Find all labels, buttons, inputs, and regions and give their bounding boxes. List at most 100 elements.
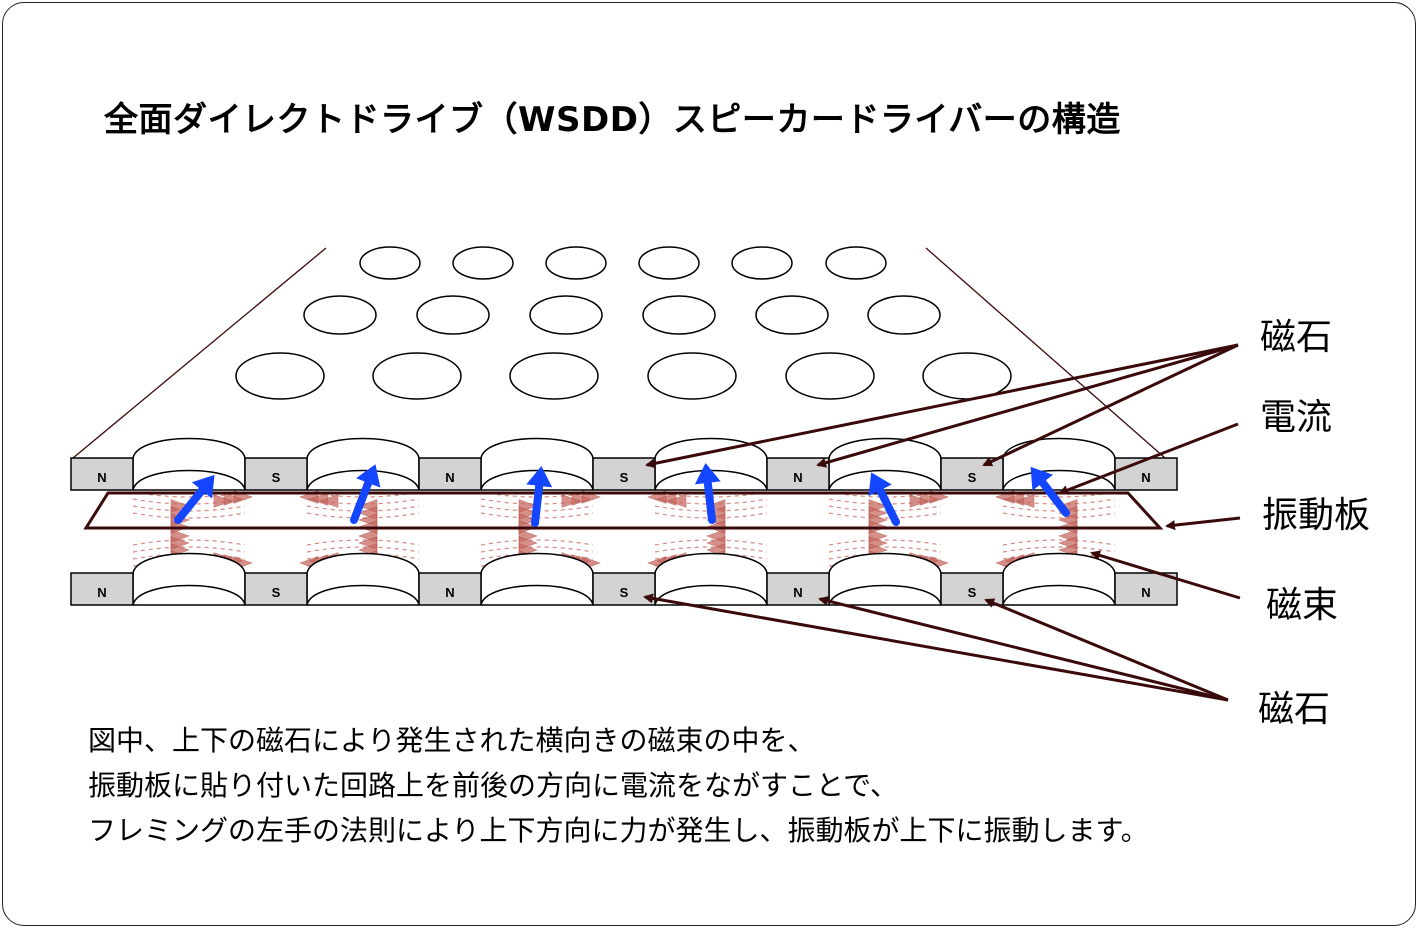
bottom-magnet-pole-label-5: N <box>793 585 802 600</box>
leader-magnet-top-1 <box>645 343 1239 469</box>
hole-r2-3 <box>529 295 603 335</box>
diaphragm-plate <box>83 491 1164 530</box>
flux-line-upper-1-4 <box>132 512 246 519</box>
flux-line-upper-2-3 <box>306 505 420 512</box>
hole-r3-6 <box>922 352 1012 400</box>
force-arrow-head-5 <box>868 472 892 497</box>
flux-line-lower-2-4 <box>306 539 420 546</box>
hole-r1-5 <box>731 246 793 280</box>
force-arrows <box>174 463 1070 527</box>
callout-magnet-top: 磁石 <box>1260 317 1333 358</box>
top-plate-holes <box>235 246 1012 400</box>
description-line-3: フレミングの左手の法則により上下方向に力が発生し、振動板が上下に振動します。 <box>88 814 1149 847</box>
bottom-magnet-7 <box>1114 572 1178 606</box>
hole-r1-6 <box>825 246 887 280</box>
leader-flux <box>1090 550 1241 600</box>
force-arrow-shaft-5 <box>876 486 900 526</box>
bottom-arch-2 <box>306 552 420 606</box>
hole-r3-5 <box>785 352 875 400</box>
bottom-magnet-pole-label-7: N <box>1141 585 1150 600</box>
callout-flux: 磁束 <box>1266 585 1339 626</box>
page-title: 全面ダイレクトドライブ（WSDD）スピーカードライバーの構造 <box>104 100 1121 140</box>
top-magnet-2 <box>244 457 308 491</box>
top-arch-6 <box>1002 437 1116 491</box>
callout-magnet-bottom: 磁石 <box>1258 689 1331 730</box>
force-arrow-head-3 <box>526 466 553 488</box>
flux-line-upper-5-4 <box>828 512 942 519</box>
description-line-1: 図中、上下の磁石により発生された横向きの磁束の中を、 <box>88 724 816 757</box>
hole-r3-4 <box>647 352 737 400</box>
top-plate-right-edge <box>925 247 1166 459</box>
hole-r2-4 <box>642 295 716 335</box>
top-magnet-3 <box>418 457 482 491</box>
flux-line-upper-5-3 <box>828 505 942 512</box>
bottom-magnet-pole-label-4: S <box>620 585 629 600</box>
force-arrow-head-4 <box>694 463 721 485</box>
hole-r1-1 <box>359 246 421 280</box>
flux-line-lower-6-3 <box>1002 546 1116 553</box>
bottom-magnet-pole-label-6: S <box>968 585 977 600</box>
flux-line-lower-3-4 <box>480 539 594 546</box>
leader-magnet-bottom-2 <box>818 596 1229 702</box>
hole-r1-4 <box>638 246 700 280</box>
top-magnet-pole-label-4: S <box>620 470 629 485</box>
flux-head-top-in-0-2 <box>213 494 233 508</box>
bottom-magnet-2 <box>244 572 308 606</box>
top-magnet-pole-label-5: N <box>793 470 802 485</box>
hole-r3-2 <box>372 352 462 400</box>
force-arrow-shaft-3 <box>531 481 544 527</box>
hole-r2-5 <box>755 295 829 335</box>
force-arrow-head-6 <box>1030 466 1054 491</box>
top-magnet-pole-label-6: S <box>968 470 977 485</box>
leader-magnet-top-3 <box>982 343 1239 467</box>
bottom-arch-3 <box>480 552 594 606</box>
hole-r2-2 <box>416 295 490 335</box>
top-magnet-pole-label-1: N <box>97 470 106 485</box>
flux-head-top-out-1-2 <box>667 494 687 508</box>
flux-head-top-out-2-2 <box>1015 494 1035 508</box>
callout-current: 電流 <box>1260 397 1333 438</box>
description-text: 図中、上下の磁石により発生された横向きの磁束の中を、 振動板に貼り付いた回路上を… <box>88 718 1149 853</box>
flux-head-top-in-1-2 <box>561 494 581 508</box>
magnetic-flux-lines <box>132 490 1116 570</box>
callout-leader-lines <box>643 343 1241 702</box>
bottom-magnet-1 <box>70 572 134 606</box>
leader-diaphragm <box>1165 516 1241 531</box>
top-arch-2 <box>306 437 420 491</box>
flux-line-lower-4-3 <box>654 546 768 553</box>
flux-line-lower-5-3 <box>828 546 942 553</box>
flux-line-lower-6-4 <box>1002 539 1116 546</box>
leader-magnet-bottom-1 <box>643 593 1229 702</box>
hole-r3-1 <box>235 352 325 400</box>
force-arrow-head-1 <box>191 474 215 499</box>
top-magnet-4 <box>592 457 656 491</box>
hole-r1-3 <box>545 246 607 280</box>
flux-line-lower-3-3 <box>480 546 594 553</box>
bottom-magnet-pole-label-1: N <box>97 585 106 600</box>
bottom-magnet-pole-label-3: N <box>445 585 454 600</box>
callout-diaphragm: 振動板 <box>1262 495 1371 536</box>
force-arrow-shaft-6 <box>1038 478 1070 517</box>
flux-line-lower-1-4 <box>132 539 246 546</box>
flux-line-lower-1-3 <box>132 546 246 553</box>
hole-r2-1 <box>303 295 377 335</box>
force-arrow-shaft-1 <box>174 486 206 524</box>
hole-r2-6 <box>867 295 941 335</box>
bottom-arch-4 <box>654 552 768 606</box>
flux-head-top-out-0-2 <box>319 494 339 508</box>
top-magnet-pole-label-7: N <box>1141 470 1150 485</box>
leader-magnet-top-2 <box>816 343 1239 468</box>
flux-line-upper-2-4 <box>306 512 420 519</box>
flux-line-lower-5-4 <box>828 539 942 546</box>
top-arch-1 <box>132 437 246 491</box>
force-arrow-shaft-2 <box>350 478 373 524</box>
flux-line-lower-4-4 <box>654 539 768 546</box>
bottom-magnet-pole-label-2: S <box>272 585 281 600</box>
top-magnet-7 <box>1114 457 1178 491</box>
top-magnet-pole-label-3: N <box>445 470 454 485</box>
top-plate-left-edge <box>72 247 327 459</box>
leader-current <box>1058 422 1239 495</box>
